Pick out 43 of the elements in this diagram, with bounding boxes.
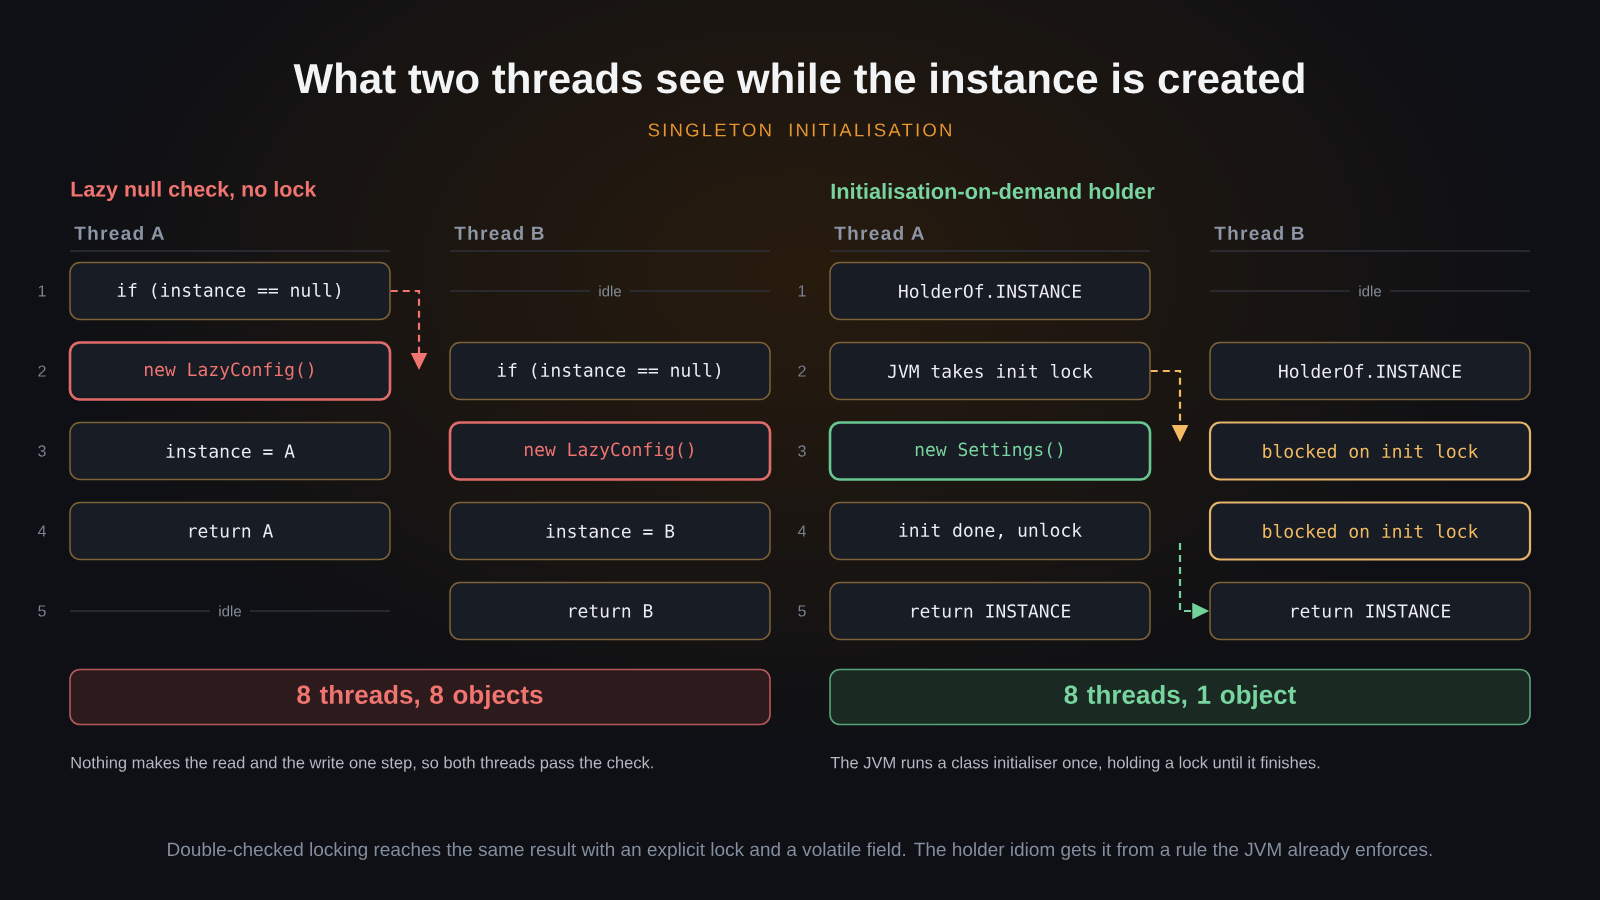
step-box: new Settings() xyxy=(828,421,1152,481)
idle-label: idle xyxy=(219,605,241,617)
row-number: 2 xyxy=(38,365,46,377)
note-text: The JVM runs a class initialiser once, holding a lock until it finishes. xyxy=(830,756,1320,772)
result-banner: 8 threads, 8 objects xyxy=(69,668,771,726)
section-heading: Lazy null check, no lock xyxy=(71,181,317,202)
step-box: new LazyConfig() xyxy=(448,421,772,481)
step-box: return INSTANCE xyxy=(1209,581,1531,641)
step-box: blocked on init lock xyxy=(1208,501,1532,561)
column-header: Thread B xyxy=(1214,226,1304,240)
row-number: 5 xyxy=(38,605,46,617)
row-number: 1 xyxy=(798,285,806,297)
row-number: 3 xyxy=(38,445,46,457)
step-box: blocked on init lock xyxy=(1208,421,1532,481)
section-heading: Initialisation-on-demand holder xyxy=(831,183,1155,199)
step-box: if (instance == null) xyxy=(449,341,771,401)
step-box: JVM takes init lock xyxy=(829,341,1151,401)
title: What two threads see while the instance is created xyxy=(293,62,1304,94)
row-number: 1 xyxy=(38,285,46,297)
result-banner: 8 threads, 1 object xyxy=(829,668,1531,726)
step-box: if (instance == null) xyxy=(69,261,391,321)
column-header: Thread A xyxy=(834,226,924,240)
step-box: new LazyConfig() xyxy=(68,341,392,401)
step-box: return A xyxy=(69,501,391,561)
step-box: return B xyxy=(449,581,771,641)
step-box: HolderOf.INSTANCE xyxy=(829,261,1151,321)
row-number: 4 xyxy=(797,525,806,537)
row-number: 2 xyxy=(798,365,806,377)
caption: Double-checked locking reaches the same result with an explicit lock and a volatile field. The holder idiom gets it from a rule the JVM already enforces. xyxy=(168,842,1432,860)
step-box: return INSTANCE xyxy=(829,581,1151,641)
idle-label: idle xyxy=(599,285,621,297)
idle-label: idle xyxy=(1359,285,1381,297)
row-number: 5 xyxy=(798,605,806,617)
step-box: instance = B xyxy=(449,501,771,561)
subtitle: SINGLETON INITIALISATION xyxy=(648,123,951,137)
step-box: HolderOf.INSTANCE xyxy=(1209,341,1531,401)
row-number: 4 xyxy=(37,525,46,537)
note-text: Nothing makes the read and the write one step, so both threads pass the check. xyxy=(71,756,653,772)
step-box: init done, unlock xyxy=(829,501,1151,561)
row-number: 3 xyxy=(798,445,806,457)
column-header: Thread B xyxy=(454,226,544,240)
column-header: Thread A xyxy=(74,226,164,240)
step-box: instance = A xyxy=(69,421,391,481)
